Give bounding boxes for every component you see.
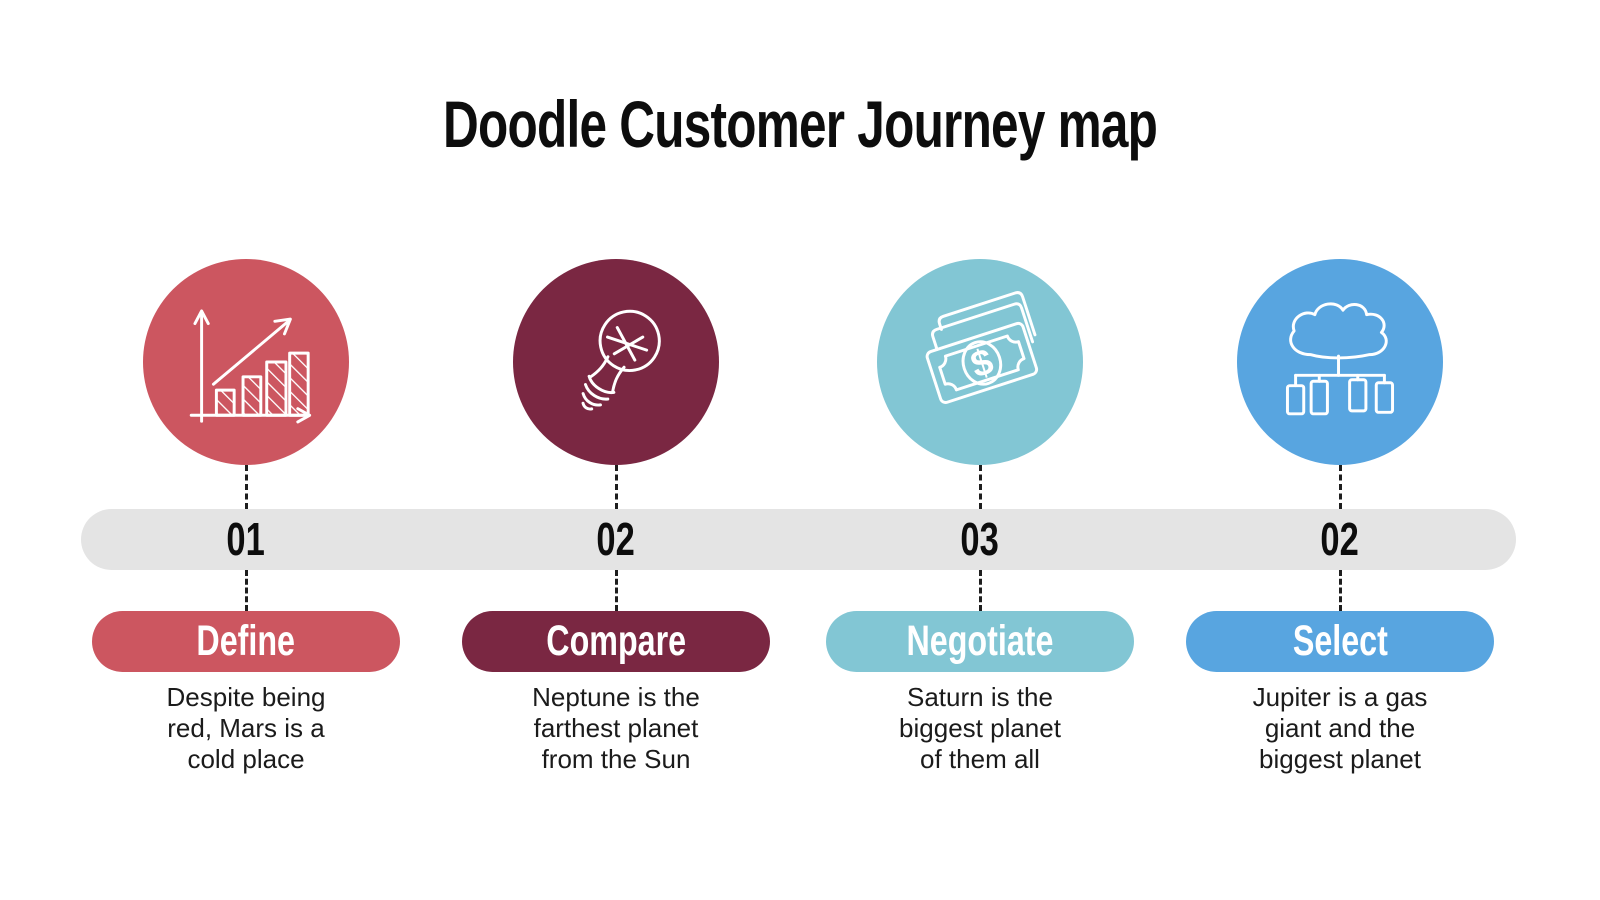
connector-dashed <box>978 570 982 611</box>
cloud-hierarchy-icon <box>1285 302 1395 416</box>
connector-dashed <box>978 465 982 509</box>
page-title: Doodle Customer Journey map <box>442 87 1158 161</box>
stage-pill: Select <box>1186 611 1494 672</box>
timeline-bar <box>81 509 1516 570</box>
bar-chart-icon <box>189 309 312 424</box>
stage-number: 02 <box>596 513 636 565</box>
stage-circle <box>143 259 349 465</box>
stage-define: 01 Define Despite being red, Mars is a c… <box>76 259 416 819</box>
stage-description: Neptune is the farthest planet from the … <box>532 682 700 774</box>
stage-circle <box>1237 259 1443 465</box>
stage-pill: Negotiate <box>826 611 1134 672</box>
connector-dashed <box>244 570 248 611</box>
stage-select: 02 Select Jupiter is a gas giant and the… <box>1170 259 1510 819</box>
stage-description: Jupiter is a gas giant and the biggest p… <box>1252 682 1428 774</box>
stage-label: Define <box>196 617 296 665</box>
stage-negotiate: $ 03 Negotiate Saturn is the biggest pla… <box>810 259 1150 819</box>
connector-dashed <box>1338 570 1342 611</box>
stage-description: Saturn is the biggest planet of them all <box>899 682 1061 774</box>
stage-circle: $ <box>877 259 1083 465</box>
stage-number: 02 <box>1320 513 1360 565</box>
stage-description: Despite being red, Mars is a cold place <box>166 682 326 774</box>
connector-dashed <box>1338 465 1342 509</box>
stage-number: 01 <box>226 513 266 565</box>
stage-label: Select <box>1292 617 1388 665</box>
stage-label: Negotiate <box>906 617 1054 665</box>
stage-pill: Define <box>92 611 400 672</box>
money-icon: $ <box>925 291 1039 404</box>
stage-number: 03 <box>960 513 1000 565</box>
lightbulb-icon <box>581 309 661 411</box>
stage-pill: Compare <box>462 611 770 672</box>
connector-dashed <box>614 570 618 611</box>
stage-label: Compare <box>546 617 686 665</box>
stage-compare: 02 Compare Neptune is the farthest plane… <box>446 259 786 819</box>
connector-dashed <box>614 465 618 509</box>
connector-dashed <box>244 465 248 509</box>
stage-circle <box>513 259 719 465</box>
